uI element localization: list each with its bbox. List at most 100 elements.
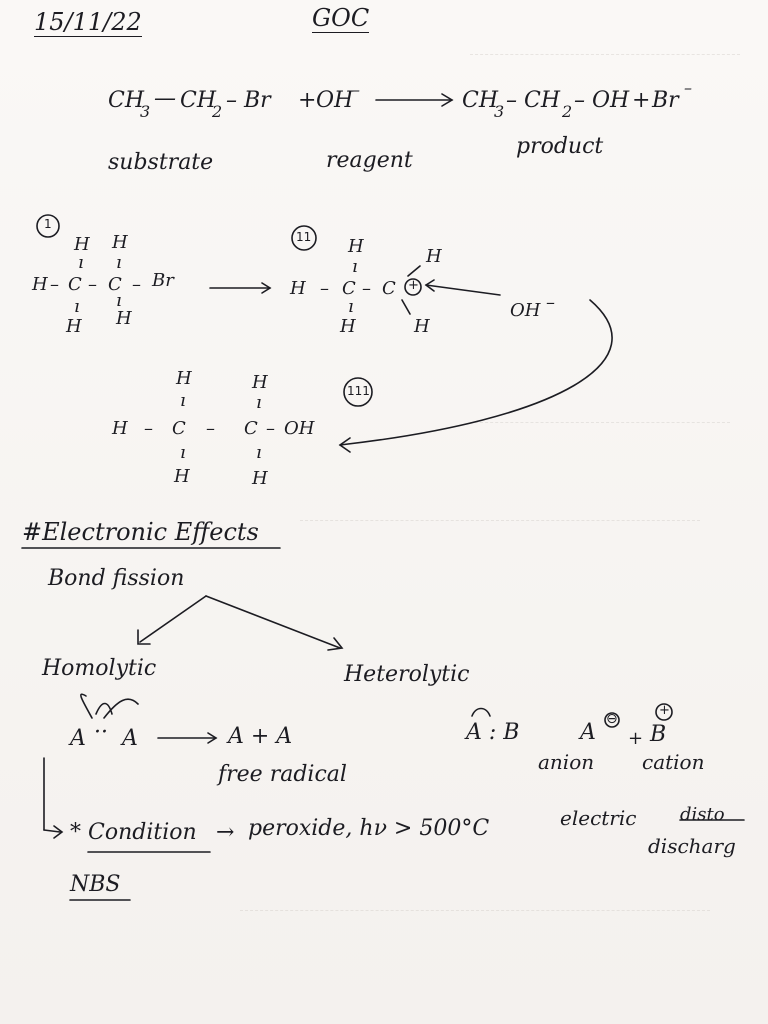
struck-text: disto — [680, 804, 725, 825]
atom-c: C — [244, 418, 258, 439]
atom-h: H — [340, 316, 356, 337]
bond: ı — [180, 442, 186, 463]
positive-charge: + — [659, 703, 670, 718]
bond-line — [401, 299, 411, 315]
substrate-br: – Br — [226, 88, 271, 113]
subscript: 3 — [140, 102, 151, 121]
date: 15/11/22 — [34, 8, 142, 37]
bond: ı — [116, 252, 122, 273]
atom-c: C — [68, 274, 82, 295]
atom-h: H — [112, 232, 128, 253]
product-oh: – OH — [574, 88, 630, 113]
atom-h: H — [116, 308, 132, 329]
homolytic-label: Homolytic — [42, 656, 157, 681]
fishhook-arrow — [95, 702, 113, 715]
condition-arrow: → — [216, 820, 235, 845]
bond: ı — [74, 296, 80, 317]
step-number: 1 — [44, 217, 52, 231]
step-number: 111 — [347, 384, 370, 398]
branch-right — [205, 595, 341, 649]
step-circle-3 — [343, 377, 373, 407]
bond: ı — [180, 390, 186, 411]
bond-fission-label: Bond fission — [48, 566, 185, 591]
subscript: 2 — [562, 102, 573, 121]
homolytic-atom-a: A — [70, 726, 86, 751]
plus-sign: + — [298, 88, 317, 113]
subscript: 2 — [212, 102, 223, 121]
positive-charge: + — [408, 278, 419, 293]
branch-right-head — [327, 637, 344, 651]
superscript-minus: – — [546, 292, 555, 313]
condition-text: peroxide, hν > 500°C — [248, 816, 490, 841]
plus-sign: + — [632, 88, 651, 113]
atom-h: H — [414, 316, 430, 337]
bond: – — [50, 274, 59, 295]
bond-line — [407, 265, 421, 277]
plus-sign: + — [628, 728, 644, 749]
fishhook-arrow — [80, 693, 93, 719]
bond: – — [362, 278, 371, 299]
fishhook-arrow — [103, 698, 139, 719]
atom-h: H — [112, 418, 128, 439]
branch-left — [139, 595, 207, 643]
heterolytic-ab: A : B — [466, 720, 520, 745]
nucleophile-arrow-head — [424, 279, 435, 292]
mechanism-arrow-head — [261, 282, 272, 294]
superscript-minus: – — [684, 78, 692, 97]
anion-label: anion — [538, 750, 595, 774]
nucleophile-arrow — [425, 284, 501, 296]
nbs-label: NBS — [70, 872, 121, 897]
atom-br: Br — [152, 270, 174, 291]
curved-arrow — [339, 299, 613, 446]
electric-text: electric — [560, 806, 637, 830]
substrate-ch: CH — [108, 88, 145, 113]
discharge-text: discharg — [648, 834, 736, 858]
label-substrate: substrate — [108, 150, 214, 175]
connector-line — [43, 829, 61, 833]
atom-h: H — [290, 278, 306, 299]
shared-electrons: ·· — [94, 720, 108, 745]
anion-circle — [604, 712, 620, 728]
homolytic-arrow-head — [207, 732, 218, 744]
reagent-oh: OH — [316, 88, 354, 113]
bond: ı — [352, 256, 358, 277]
atom-c: C — [342, 278, 356, 299]
homolytic-products: A + A — [228, 724, 293, 749]
bond: – — [88, 274, 97, 295]
bond: – — [266, 418, 275, 439]
label-reagent: reagent — [326, 148, 413, 173]
atom-h: H — [252, 372, 268, 393]
free-radical-label: free radical — [218, 762, 347, 787]
heterolytic-label: Heterolytic — [344, 662, 470, 687]
bond: – — [144, 418, 153, 439]
atom-h: H — [66, 316, 82, 337]
step-circle-1 — [36, 214, 60, 238]
bond-dash: — — [154, 86, 176, 111]
atom-c: C — [108, 274, 122, 295]
substrate-ch2: CH — [180, 88, 217, 113]
atom-h: H — [32, 274, 48, 295]
bond: – — [320, 278, 329, 299]
connector-arrow-head — [53, 825, 64, 839]
reaction-arrow-head — [441, 93, 454, 107]
bond: – — [206, 418, 215, 439]
hydroxyl: OH — [284, 418, 315, 439]
bond: ı — [256, 442, 262, 463]
product-ch2: – CH — [506, 88, 561, 113]
branch-left-head — [137, 629, 151, 645]
atom-h: H — [252, 468, 268, 489]
atom-h: H — [176, 368, 192, 389]
cation-b: B — [650, 722, 667, 747]
heterolytic-curve — [471, 707, 491, 717]
product-br: Br — [652, 88, 679, 113]
label-product: product — [516, 134, 604, 159]
atom-h: H — [348, 236, 364, 257]
atom-c-cation: C — [382, 278, 396, 299]
condition-label: * Condition — [70, 820, 197, 845]
section-heading: #Electronic Effects — [22, 518, 259, 546]
atom-h: H — [174, 466, 190, 487]
carbocation-circle — [404, 278, 422, 296]
bond: ı — [116, 290, 122, 311]
